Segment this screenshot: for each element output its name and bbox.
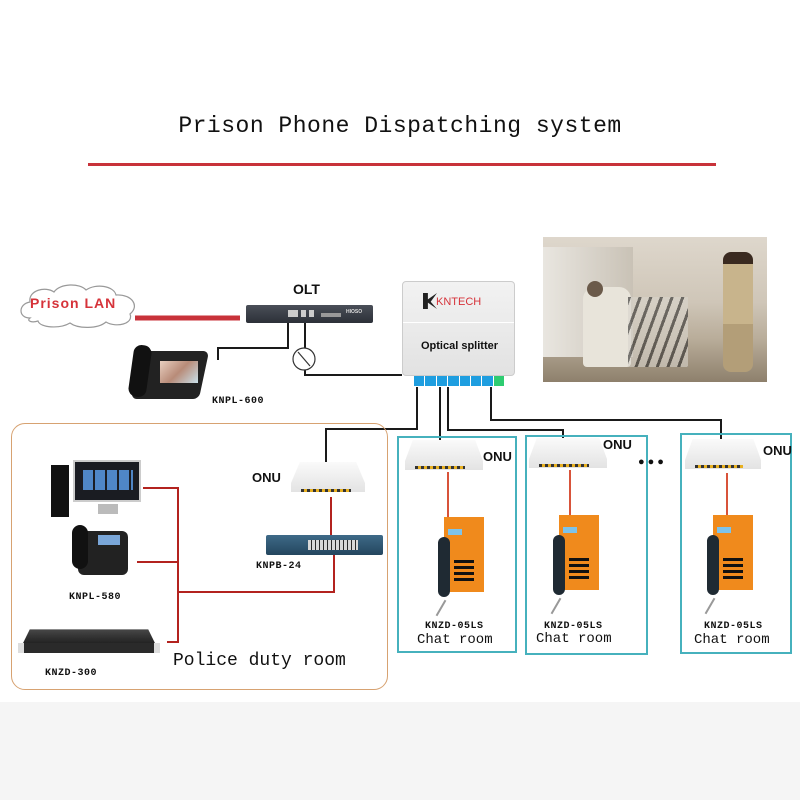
knzd300-server[interactable]: [18, 628, 160, 658]
chat-room-3-title: Chat room: [694, 632, 770, 648]
prison-lan-cloud: [20, 284, 135, 328]
chat-room-2-onu-label: ONU: [603, 437, 632, 452]
chat-room-3-box: [680, 433, 792, 654]
splitter-port[interactable]: [425, 376, 436, 386]
kntech-logo-icon: [423, 293, 437, 309]
splitter-chat3-link: [490, 387, 722, 440]
olt-device[interactable]: HIOSO: [246, 305, 373, 323]
chat-room-1-onu[interactable]: [405, 440, 483, 473]
chat-room-3-onu-label: ONU: [763, 443, 792, 458]
visitation-photo: [543, 237, 767, 382]
splitter-port[interactable]: [459, 376, 470, 386]
splitter-port[interactable]: [448, 376, 459, 386]
chat-room-1-box: [397, 436, 517, 653]
knpl580-label: KNPL-580: [69, 592, 122, 603]
olt-splitter-link: [304, 320, 402, 376]
chat-room-1-phone-label: KNZD-05LS: [425, 621, 484, 632]
chat-room-2-onu[interactable]: [529, 438, 607, 471]
police-room-title: Police duty room: [173, 651, 346, 671]
more-rooms-ellipsis: ●●●: [638, 456, 667, 468]
chat-room-2-box: [525, 435, 648, 655]
splitter-port[interactable]: [470, 376, 482, 386]
olt-label: OLT: [293, 281, 320, 297]
chat-room-3-phone[interactable]: [703, 515, 755, 615]
olt-brand: HIOSO: [346, 309, 363, 315]
knpb24-label: KNPB-24: [256, 561, 302, 572]
knzd300-label: KNZD-300: [45, 668, 98, 679]
splitter-chat2-link: [447, 387, 564, 440]
chat-room-3-phone-label: KNZD-05LS: [704, 621, 763, 632]
chat-room-1-phone[interactable]: [434, 517, 486, 617]
pc-bus-link: [143, 487, 179, 643]
splitter-ports: [414, 376, 504, 386]
diagram-title: Prison Phone Dispatching system: [178, 113, 622, 139]
chat-room-2-phone-label: KNZD-05LS: [544, 621, 603, 632]
knpl600-phone[interactable]: [127, 343, 210, 403]
splitter-port[interactable]: [414, 376, 425, 386]
switch-bus-link: [178, 555, 335, 593]
knpb24-switch[interactable]: [266, 535, 383, 555]
splitter-police-onu-link: [325, 387, 418, 462]
knpl580-phone[interactable]: [50, 525, 135, 580]
knpl600-label: KNPL-600: [212, 396, 265, 407]
police-onu-label: ONU: [252, 470, 281, 485]
splitter-port[interactable]: [493, 376, 504, 386]
chat-room-2-phone[interactable]: [549, 515, 601, 615]
chat-room-2-title: Chat room: [536, 631, 612, 647]
splitter-port[interactable]: [436, 376, 448, 386]
optical-splitter[interactable]: KNTECH Optical splitter: [402, 281, 515, 376]
chat-room-3-onu[interactable]: [685, 439, 761, 472]
title-underline: [88, 163, 716, 166]
police-duty-room-box: [11, 423, 388, 690]
splitter-port[interactable]: [482, 376, 493, 386]
splitter-brand: KNTECH: [436, 296, 482, 308]
footer-band: [0, 702, 800, 800]
dispatch-pc[interactable]: [48, 460, 144, 518]
splitter-label: Optical splitter: [420, 340, 499, 352]
police-onu-device[interactable]: [291, 462, 365, 497]
chat-room-1-title: Chat room: [417, 632, 493, 648]
chat-room-1-onu-label: ONU: [483, 449, 512, 464]
olt-knpl600-link: [217, 320, 289, 360]
prison-lan-label: Prison LAN: [30, 295, 117, 311]
